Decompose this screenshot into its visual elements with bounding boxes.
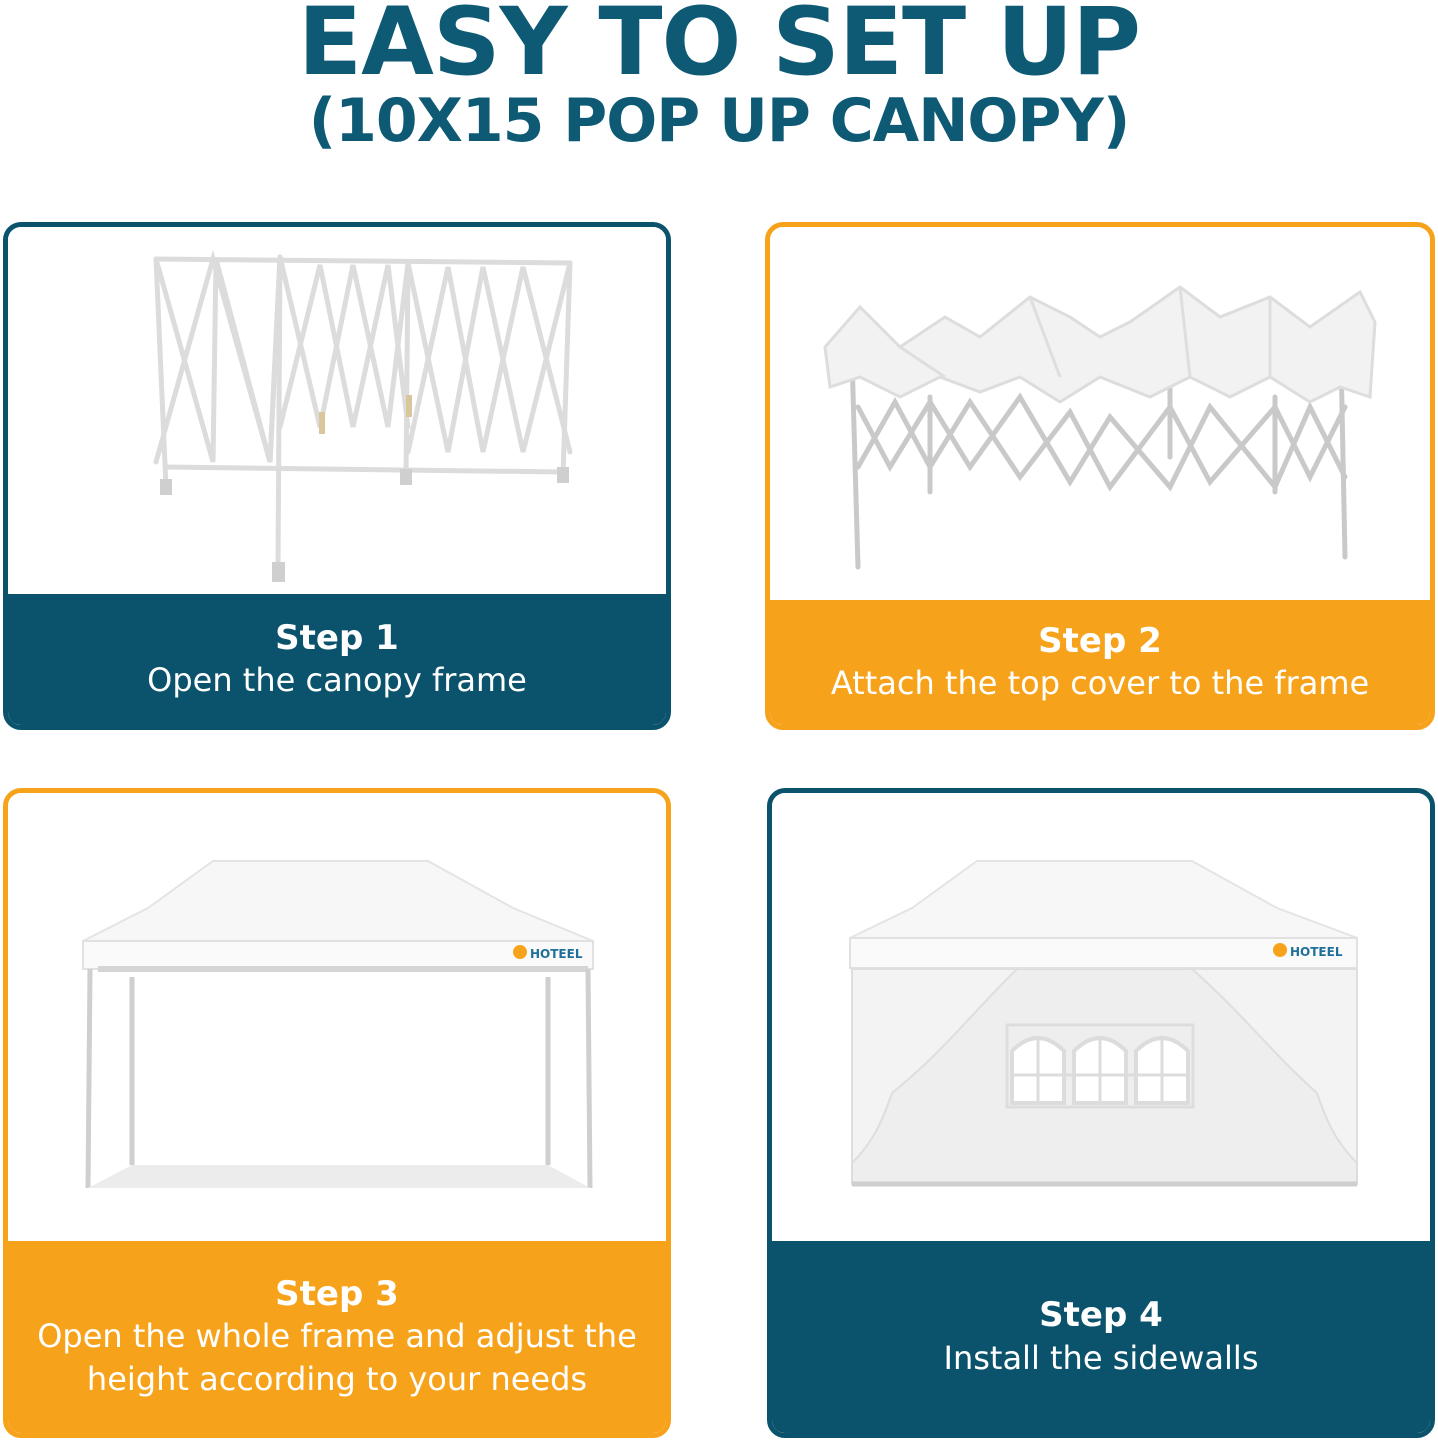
step-3-title: Step 3: [275, 1273, 399, 1314]
step-4-card: HOTEEL Step 4 Install the sidewalls: [767, 788, 1435, 1438]
step-3-caption: Step 3 Open the whole frame and adjust t…: [8, 1241, 666, 1433]
top-cover-image: [770, 227, 1430, 600]
step-2-caption: Step 2 Attach the top cover to the frame: [770, 600, 1430, 725]
page-subtitle: (10X15 POP UP CANOPY): [308, 86, 1131, 156]
page-title: EASY TO SET UP: [297, 0, 1141, 97]
canopy-frame-image: [8, 227, 666, 594]
step-2-title: Step 2: [1038, 620, 1162, 661]
step-4-title: Step 4: [1039, 1295, 1163, 1336]
step-2-card: Step 2 Attach the top cover to the frame: [765, 222, 1435, 730]
step-2-text: Attach the top cover to the frame: [830, 664, 1370, 703]
step-1-card: Step 1 Open the canopy frame: [3, 222, 671, 730]
step-3-text: Open the whole frame and adjust the heig…: [37, 1317, 637, 1399]
open-canopy-image: HOTEEL: [8, 793, 666, 1241]
step-3-card: HOTEEL Step 3 Open the whole frame and a…: [3, 788, 671, 1438]
hoteel-logo-3: HOTEEL: [530, 947, 583, 961]
step-1-caption: Step 1 Open the canopy frame: [8, 594, 666, 725]
step-4-caption: Step 4 Install the sidewalls: [772, 1241, 1430, 1433]
hoteel-logo-4: HOTEEL: [1290, 945, 1343, 959]
step-1-title: Step 1: [275, 617, 399, 658]
step-1-text: Open the canopy frame: [147, 661, 527, 700]
sidewalls-image: HOTEEL: [772, 793, 1430, 1241]
step-4-text: Install the sidewalls: [943, 1338, 1259, 1377]
